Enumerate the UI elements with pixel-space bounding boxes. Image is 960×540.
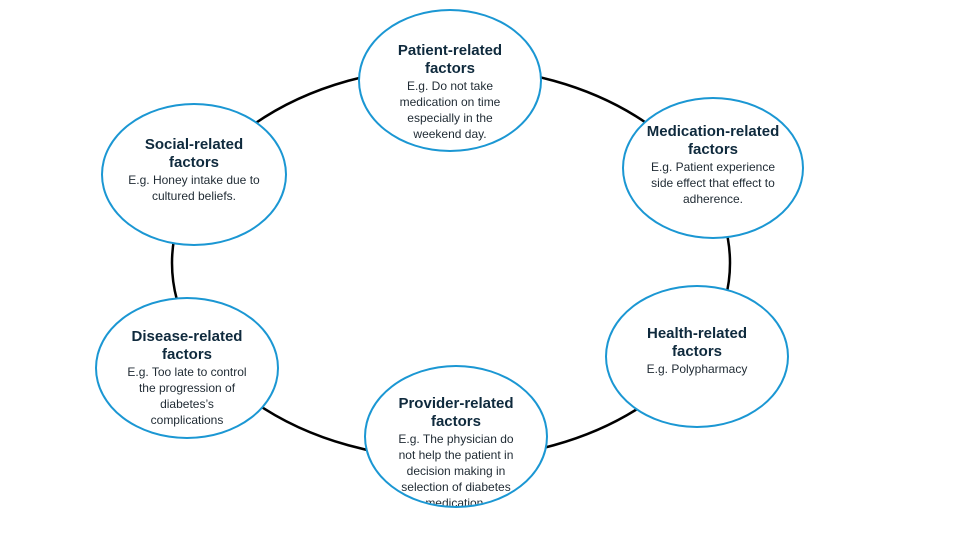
node-description: E.g. Honey intake due to cultured belief…: [128, 172, 260, 203]
node-description: E.g. The physician do not help the patie…: [398, 431, 514, 508]
node-description: E.g. Polypharmacy: [646, 361, 748, 376]
node-title: Health-related factors: [646, 324, 748, 360]
node-title: Medication-related factors: [646, 123, 780, 158]
node-title: Patient-related factors: [397, 41, 503, 77]
node-social-related-factors: Social-related factors E.g. Honey intake…: [101, 103, 287, 246]
node-description: E.g. Do not take medication on time espe…: [399, 78, 501, 141]
node-title: Provider-related factors: [398, 394, 514, 430]
node-health-related-factors: Health-related factors E.g. Polypharmacy: [605, 285, 789, 428]
node-description: E.g. Too late to control the progression…: [127, 365, 247, 427]
node-description: E.g. Patient experience side effect that…: [650, 160, 776, 206]
node-medication-related-factors: Medication-related factors E.g. Patient …: [622, 97, 804, 239]
node-title: Disease-related factors: [131, 328, 243, 363]
node-disease-related-factors: Disease-related factors E.g. Too late to…: [95, 297, 279, 439]
node-patient-related-factors: Patient-related factors E.g. Do not take…: [358, 9, 542, 152]
node-provider-related-factors: Provider-related factors E.g. The physic…: [364, 365, 548, 508]
node-title: Social-related factors: [144, 135, 244, 171]
